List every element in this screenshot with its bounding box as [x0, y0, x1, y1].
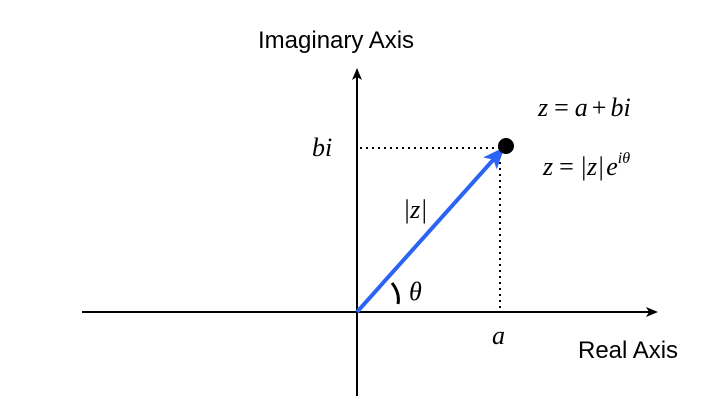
imag-tick-label: bi [312, 133, 332, 162]
equation-polar: z=|z|eiθ [542, 150, 630, 181]
x-axis-label: Real Axis [578, 337, 678, 364]
y-axis-label: Imaginary Axis [258, 27, 414, 54]
angle-label: θ [409, 277, 422, 306]
magnitude-label: |z| [403, 195, 427, 224]
equation-rectangular: z=a+bi [537, 93, 631, 122]
angle-arc [390, 282, 400, 305]
point-z [498, 138, 514, 154]
real-tick-label: a [492, 321, 505, 350]
svg-text:z=|z|eiθ: z=|z|eiθ [542, 150, 630, 181]
vector-z [355, 147, 505, 314]
svg-text:z=a+bi: z=a+bi [537, 93, 631, 122]
